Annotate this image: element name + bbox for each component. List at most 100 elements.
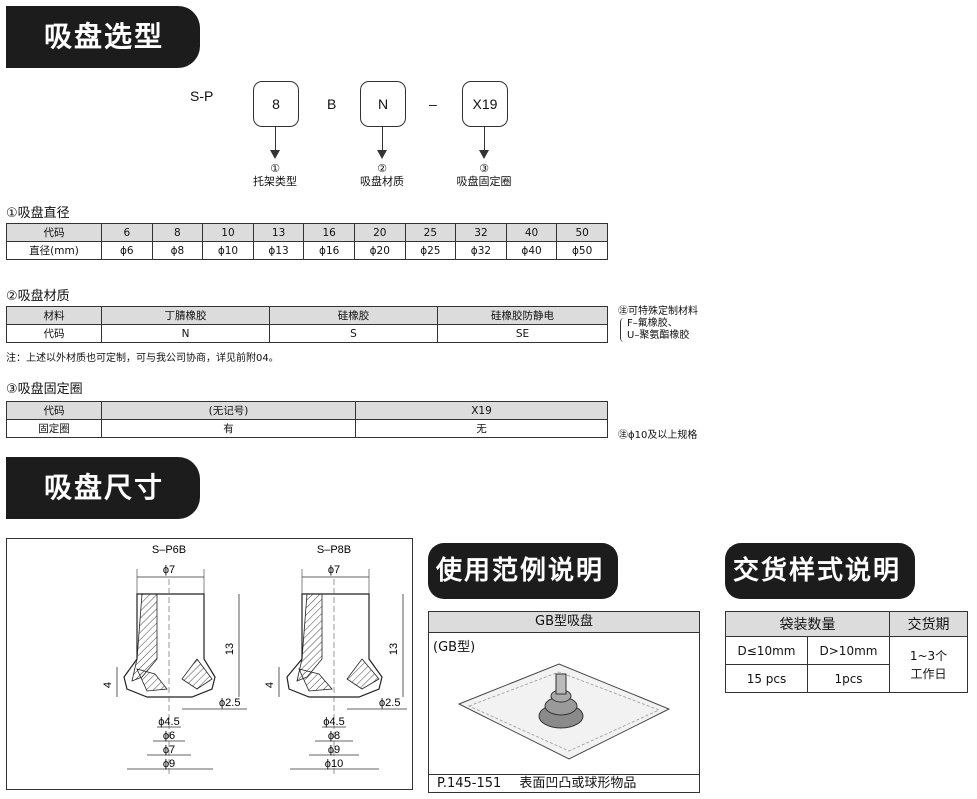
cell: ϕ6 [101,241,153,260]
dim-height: 13 [224,643,236,655]
table-row: 代码 N S SE [6,324,608,343]
section-header-usage-text: 使用范例说明 [436,556,605,586]
usage-illustration [457,663,671,760]
cell: 20 [353,223,406,242]
cell: 25 [404,223,457,242]
dim-side: 4 [102,682,114,688]
table-row: 材料 丁腈橡胶 硅橡胶 硅橡胶防静电 [6,306,608,325]
cup-section [298,668,333,692]
label-material: ② 吸盘材质 [342,162,422,188]
note-title: 可特殊定制材料 [628,306,698,317]
col-head-lead: 交货期 [889,611,968,637]
cell: SE [437,324,608,343]
dim-bottom: ϕ4.5 [158,716,179,728]
cell: D>10mm [807,636,890,665]
row-label: 代码 [6,223,102,242]
usage-ref: P.145-151 [437,776,502,791]
cell: ϕ40 [505,241,558,260]
cell: 10 [202,223,254,242]
cell: N [101,324,270,343]
cell: D≤10mm [725,636,808,665]
label-text: 托架类型 [253,175,297,188]
note-icon: ㊟ [618,430,628,441]
diameter-table: 代码 6 8 10 13 16 20 25 32 40 50 直径(mm) ϕ6… [6,223,608,260]
cell: 6 [101,223,153,242]
cell: 1pcs [807,664,890,693]
material-title: ②吸盘材质 [6,289,70,304]
cell: 有 [101,419,356,438]
drawing-title: S–P6B [152,544,186,556]
usage-example-panel: GB型吸盘 (GB型) P.145-151 表面凹凸或球形物品 [428,611,700,793]
section-header-usage: 使用范例说明 [428,543,618,599]
arrow-1-line [275,126,276,150]
ring-table: 代码 (无记号) X19 固定圈 有 无 [6,401,608,438]
cell: 40 [505,223,558,242]
delivery-table: 袋装数量 交货期 D≤10mm D>10mm 1~3个 工作日 15 pcs 1… [725,611,968,693]
usage-subtitle: (GB型) [433,640,476,655]
model-code-box-3: X19 [462,81,508,127]
cell: ϕ13 [252,241,305,260]
cell: ϕ8 [151,241,204,260]
dim-bottom: ϕ4.5 [323,716,344,728]
drawing-title: S–P8B [317,544,351,556]
cup-section [181,658,213,690]
section-header-dimensions-text: 吸盘尺寸 [44,471,165,504]
row-label: 代码 [6,401,102,420]
section-header-dimensions: 吸盘尺寸 [6,457,200,519]
cell: 15 pcs [725,664,808,693]
col-head-qty: 袋装数量 [725,611,890,637]
lead-line: 工作日 [910,666,947,681]
cell: 8 [151,223,204,242]
dim-height: 13 [388,643,400,655]
row-label: 固定圈 [6,419,102,438]
arrow-2-line [382,126,383,150]
note-text: ϕ10及以上规格 [628,430,698,441]
dimension-drawing-panel: S–P6B ϕ7 13 4 ϕ2.5 ϕ4.5 ϕ6 [6,538,413,790]
label-num: ③ [479,162,489,175]
cup-section [296,593,323,682]
table-row: 袋装数量 交货期 [725,611,968,637]
label-text: 吸盘材质 [360,175,404,188]
dim-bottom: ϕ7 [163,744,175,756]
model-sep-1: B [327,96,337,112]
cup-stem [555,673,567,695]
dim-side: 4 [264,682,276,688]
row-label: 直径(mm) [6,241,102,260]
cup-section [346,658,380,690]
arrow-2-head [377,150,387,159]
cell: 13 [252,223,305,242]
dim-bottom: ϕ9 [163,758,175,770]
model-prefix: S-P [190,88,214,104]
cup-outline [123,593,216,698]
label-text: 吸盘固定圈 [456,175,512,188]
cell: 硅橡胶 [269,306,438,325]
cup-outline [286,593,383,698]
table-row: 15 pcs 1pcs [725,664,968,693]
note-line: F–氟橡胶、 [627,318,678,329]
cell: 32 [455,223,507,242]
cell: ϕ20 [353,241,406,260]
dimension-drawings: S–P6B ϕ7 13 4 ϕ2.5 ϕ4.5 ϕ6 [102,544,407,774]
cell: ϕ25 [404,241,457,260]
cell: ϕ16 [303,241,355,260]
table-row: 固定圈 有 无 [6,419,608,438]
cell: (无记号) [101,401,356,420]
usage-footer-text: 表面凹凸或球形物品 [519,776,637,791]
section-header-delivery: 交货样式说明 [725,543,915,599]
dim-top-dia: ϕ7 [163,564,175,576]
label-num: ② [377,162,387,175]
usage-head: GB型吸盘 [429,612,699,633]
label-bracket-type: ① 托架类型 [235,162,315,188]
table-row: 代码 (无记号) X19 [6,401,608,420]
section-header-selection: 吸盘选型 [6,6,200,68]
row-label: 材料 [6,306,102,325]
cell: 无 [355,419,608,438]
arrow-1-head [270,150,280,159]
dim-bottom: ϕ8 [328,730,340,742]
dim-inner: ϕ2.5 [219,697,240,709]
section-header-selection-text: 吸盘选型 [44,20,165,53]
label-ring: ③ 吸盘固定圈 [444,162,524,188]
material-table: 材料 丁腈橡胶 硅橡胶 硅橡胶防静电 代码 N S SE [6,306,608,343]
cell: X19 [355,401,608,420]
cup-section [136,668,168,692]
